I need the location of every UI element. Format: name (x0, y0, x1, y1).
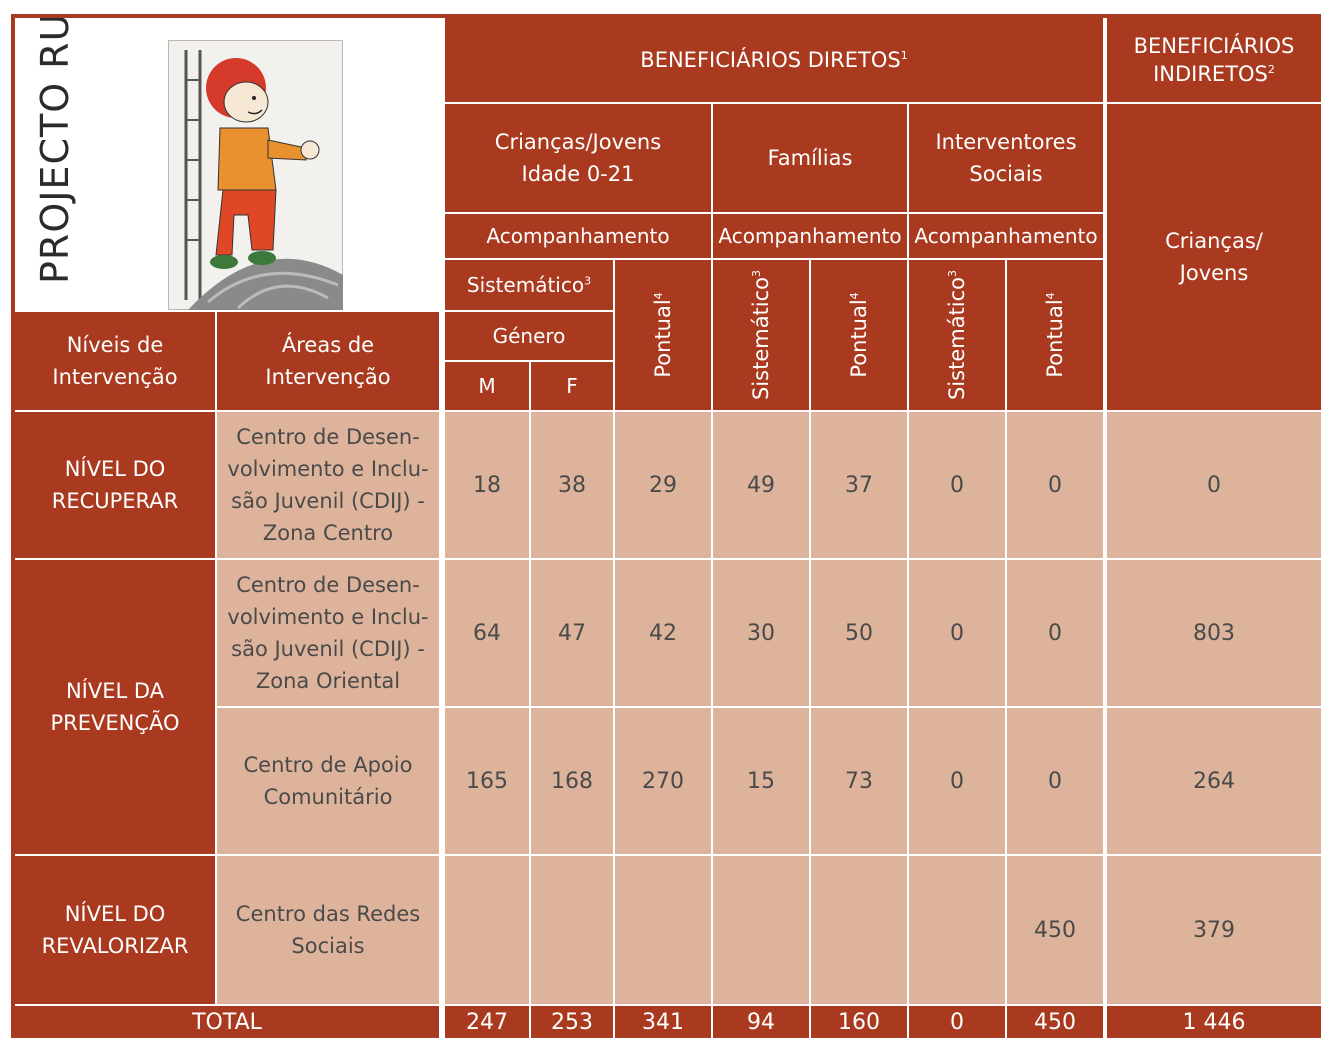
header-m: M (445, 362, 529, 410)
total-interventores-pontual: 450 (1007, 1006, 1103, 1038)
header-acompanhamento-criancas: Acompanhamento (445, 214, 711, 258)
logo-area: PROJECTO RUA (15, 14, 439, 310)
cell-indiretos: 803 (1107, 560, 1321, 706)
header-acompanhamento-interventores: Acompanhamento (909, 214, 1103, 258)
cell-indiretos: 379 (1107, 856, 1321, 1004)
cell-familias-pontual: 73 (811, 708, 907, 854)
cell-f: 168 (531, 708, 613, 854)
cell-m: 18 (445, 412, 529, 558)
top-border (11, 14, 1321, 18)
cell-familias-pontual: 50 (811, 560, 907, 706)
beneficiaries-table: PROJECTO RUA (11, 14, 1321, 1038)
header-niveis-intervencao: Níveis de Intervenção (15, 312, 215, 410)
header-areas-intervencao: Áreas de Intervenção (217, 312, 439, 410)
header-pontual-interventores: Pontual4 (1007, 260, 1103, 410)
header-sistematico-interventores: Sistemático3 (909, 260, 1005, 410)
header-sistematico-familias: Sistemático3 (713, 260, 809, 410)
cell-pontual: 29 (615, 412, 711, 558)
cell-indiretos: 264 (1107, 708, 1321, 854)
cell-m (445, 856, 529, 1004)
cell-familias-pontual (811, 856, 907, 1004)
cell-interventores-pontual: 450 (1007, 856, 1103, 1004)
total-f: 253 (531, 1006, 613, 1038)
area-centro-redes-sociais: Centro das Redes Sociais (217, 856, 439, 1004)
cell-pontual (615, 856, 711, 1004)
logo-illustration (168, 40, 343, 310)
cell-indiretos: 0 (1107, 412, 1321, 558)
cell-familias-sistematico: 49 (713, 412, 809, 558)
cell-m: 165 (445, 708, 529, 854)
header-pontual-criancas: Pontual4 (615, 260, 711, 410)
total-familias-sistematico: 94 (713, 1006, 809, 1038)
cell-interventores-pontual: 0 (1007, 560, 1103, 706)
header-criancas-jovens: Crianças/ Jovens (1107, 104, 1321, 410)
header-pontual-familias: Pontual4 (811, 260, 907, 410)
cell-m: 64 (445, 560, 529, 706)
total-familias-pontual: 160 (811, 1006, 907, 1038)
cell-interventores-pontual: 0 (1007, 708, 1103, 854)
header-genero: Género (445, 312, 613, 360)
header-familias: Famílias (713, 104, 907, 212)
cell-f (531, 856, 613, 1004)
logo-text: PROJECTO RUA (33, 14, 77, 284)
cell-interventores-sistematico (909, 856, 1005, 1004)
level-revalorizar: NÍVEL DO REVALORIZAR (15, 856, 215, 1004)
total-label: TOTAL (15, 1006, 439, 1038)
cell-pontual: 42 (615, 560, 711, 706)
total-indiretos: 1 446 (1107, 1006, 1321, 1038)
total-m: 247 (445, 1006, 529, 1038)
cell-familias-sistematico (713, 856, 809, 1004)
header-interventores-sociais: Interventores Sociais (909, 104, 1103, 212)
header-f: F (531, 362, 613, 410)
header-acompanhamento-familias: Acompanhamento (713, 214, 907, 258)
cell-interventores-pontual: 0 (1007, 412, 1103, 558)
cell-f: 47 (531, 560, 613, 706)
total-pontual: 341 (615, 1006, 711, 1038)
cell-familias-pontual: 37 (811, 412, 907, 558)
header-criancas-jovens-idade: Crianças/Jovens Idade 0-21 (445, 104, 711, 212)
level-prevencao: NÍVEL DA PREVENÇÃO (15, 560, 215, 854)
cell-interventores-sistematico: 0 (909, 560, 1005, 706)
left-border (11, 14, 15, 1038)
level-recuperar: NÍVEL DO RECUPERAR (15, 412, 215, 558)
header-beneficiarios-diretos: BENEFICIÁRIOS DIRETOS1 (445, 18, 1103, 102)
cell-f: 38 (531, 412, 613, 558)
header-beneficiarios-indiretos: BENEFICIÁRIOS INDIRETOS2 (1107, 18, 1321, 102)
area-cdij-centro: Centro de Desen- volvimento e Inclu- são… (217, 412, 439, 558)
cell-interventores-sistematico: 0 (909, 708, 1005, 854)
header-sistematico-criancas: Sistemático3 (445, 260, 613, 310)
cell-interventores-sistematico: 0 (909, 412, 1005, 558)
area-cdij-oriental: Centro de Desen- volvimento e Inclu- são… (217, 560, 439, 706)
cell-familias-sistematico: 15 (713, 708, 809, 854)
cell-familias-sistematico: 30 (713, 560, 809, 706)
total-interventores-sistematico: 0 (909, 1006, 1005, 1038)
area-centro-apoio-comunitario: Centro de Apoio Comunitário (217, 708, 439, 854)
cell-pontual: 270 (615, 708, 711, 854)
